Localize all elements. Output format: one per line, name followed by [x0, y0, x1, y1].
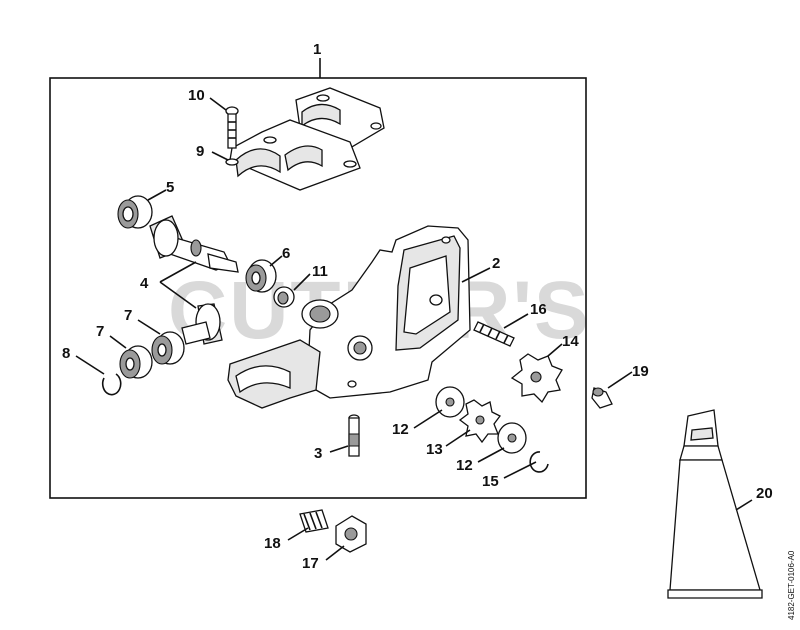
part-3-pin[interactable]	[348, 414, 360, 457]
part-13-sprocket[interactable]	[458, 399, 501, 444]
callout-13: 13	[426, 441, 443, 458]
part-12-washer-lower[interactable]	[497, 422, 527, 454]
part-4-bevel-pinion[interactable]	[181, 303, 223, 345]
part-18-threaded-insert[interactable]	[299, 509, 329, 533]
part-16-stud[interactable]	[473, 321, 515, 347]
part-20-grease-tube[interactable]	[667, 409, 763, 599]
part-19-sleeve[interactable]	[591, 387, 613, 409]
callout-4: 4	[140, 275, 149, 292]
part-2-gear-housing[interactable]	[227, 225, 471, 409]
part-11-ring[interactable]	[273, 286, 295, 308]
part-9-clamp[interactable]	[225, 87, 385, 191]
assembly-frame	[49, 77, 587, 499]
callout-17: 17	[302, 555, 319, 572]
callout-10: 10	[188, 87, 205, 104]
drawing-reference: 4182-GET-0106-A0	[787, 550, 796, 620]
part-10-screw[interactable]	[225, 106, 239, 149]
callout-2: 2	[492, 255, 500, 272]
leader-lines	[75, 97, 753, 561]
callout-14: 14	[562, 333, 579, 350]
part-15-circlip[interactable]	[529, 451, 549, 473]
part-4-bevel-shaft[interactable]	[149, 215, 239, 273]
part-5-bearing[interactable]	[117, 195, 153, 229]
callout-18: 18	[264, 535, 281, 552]
callouts: 1 2 3 4 5 6 7 7 8 9 10 11 12 12 13 14 15…	[62, 41, 773, 572]
callout-9: 9	[196, 143, 204, 160]
part-17-nut[interactable]	[335, 515, 367, 553]
callout-11: 11	[312, 263, 328, 280]
callout-7b: 7	[96, 323, 104, 340]
callout-12a: 12	[392, 421, 409, 438]
part-7-bearing-outer[interactable]	[119, 345, 153, 379]
callout-1: 1	[313, 41, 321, 58]
part-8-circlip[interactable]	[101, 373, 122, 396]
callout-5: 5	[166, 179, 174, 196]
callout-19: 19	[632, 363, 649, 380]
callout-6: 6	[282, 245, 290, 262]
callout-7a: 7	[124, 307, 132, 324]
callout-20: 20	[756, 485, 773, 502]
callout-15: 15	[482, 473, 499, 490]
part-14-sprocket[interactable]	[510, 353, 563, 404]
callout-12b: 12	[456, 457, 473, 474]
callout-16: 16	[530, 301, 547, 318]
part-6-bearing[interactable]	[245, 259, 277, 293]
part-7-bearing-inner[interactable]	[151, 331, 185, 365]
part-12-washer-upper[interactable]	[435, 386, 465, 418]
callout-3: 3	[314, 445, 322, 462]
callout-8: 8	[62, 345, 70, 362]
